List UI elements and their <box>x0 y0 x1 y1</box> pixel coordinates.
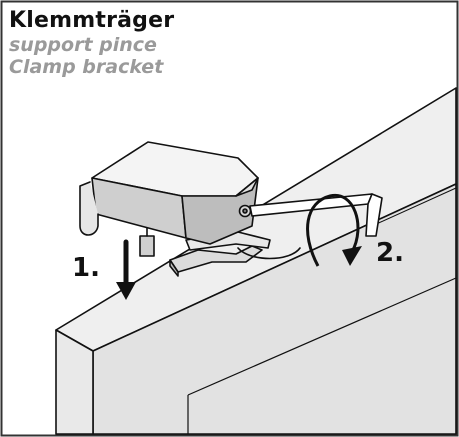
rotation-arrow-icon <box>306 193 362 267</box>
step-1-label: 1. <box>72 253 100 283</box>
title-block: Klemmträger support pince Clamp bracket <box>9 8 174 79</box>
window-frame-profile <box>55 87 457 435</box>
title-english: Clamp bracket <box>9 56 164 79</box>
down-arrow-icon <box>116 239 136 300</box>
clamp-bracket <box>79 141 301 277</box>
title-german: Klemmträger <box>9 8 175 33</box>
title-french: support pince <box>9 34 157 57</box>
hex-key-icon <box>249 193 383 237</box>
step-2-label: 2. <box>376 238 404 268</box>
frame-left-face <box>55 329 94 435</box>
